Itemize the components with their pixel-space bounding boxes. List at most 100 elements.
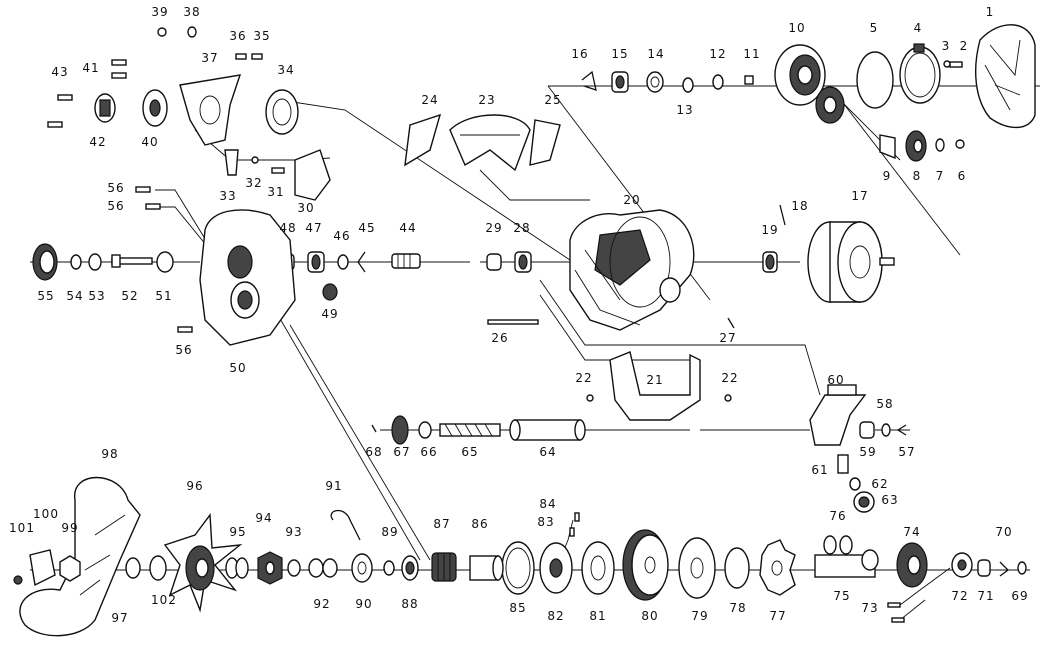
part-label-21: 21 xyxy=(646,373,663,387)
part-59-bearing xyxy=(859,421,875,439)
part-label-98: 98 xyxy=(101,447,118,461)
part-19-bearing xyxy=(762,251,778,273)
part-21-frame-plate xyxy=(609,351,701,421)
part-label-63: 63 xyxy=(881,493,898,507)
part-label-55: 55 xyxy=(37,289,54,303)
part-38-washer xyxy=(187,26,197,38)
part-40-gear xyxy=(142,89,168,127)
part-label-62: 62 xyxy=(871,477,888,491)
part-label-68: 68 xyxy=(365,445,382,459)
part-58-washer xyxy=(881,423,891,437)
part-label-77: 77 xyxy=(769,609,786,623)
part-12-o-ring xyxy=(712,74,724,90)
part-35-screw xyxy=(251,53,263,60)
part-22-screw-left xyxy=(586,394,594,402)
part-label-37: 37 xyxy=(201,51,218,65)
part-86-sleeve xyxy=(469,555,504,581)
part-label-51: 51 xyxy=(155,289,172,303)
part-7-washer xyxy=(935,138,945,152)
part-42-gear-holder xyxy=(94,93,116,123)
part-label-74: 74 xyxy=(903,525,920,539)
part-label-61: 61 xyxy=(811,463,828,477)
part-label-89: 89 xyxy=(381,525,398,539)
part-label-18: 18 xyxy=(791,199,808,213)
part-24-thumb-bar-left xyxy=(404,113,442,167)
part-label-38: 38 xyxy=(183,5,200,19)
part-14-collar xyxy=(646,71,664,93)
part-74-gear xyxy=(896,542,928,588)
part-label-96: 96 xyxy=(186,479,203,493)
part-66-bearing xyxy=(418,421,432,439)
part-17-spool xyxy=(807,221,895,303)
part-44-pinion xyxy=(391,253,421,269)
part-26-rod xyxy=(487,319,539,325)
part-47-bearing xyxy=(307,251,325,273)
part-53-washer xyxy=(88,253,102,271)
part-70-clip xyxy=(999,561,1009,577)
part-label-102: 102 xyxy=(151,593,177,607)
part-56-screw-a xyxy=(135,186,151,193)
part-55-cap xyxy=(32,243,58,281)
part-label-94: 94 xyxy=(255,511,272,525)
part-11-nut xyxy=(744,75,754,85)
part-28-bearing xyxy=(514,251,532,273)
part-83-84-pin xyxy=(569,512,580,537)
part-label-41: 41 xyxy=(82,61,99,75)
part-label-92: 92 xyxy=(313,597,330,611)
part-label-73: 73 xyxy=(861,601,878,615)
part-36-screw xyxy=(235,53,247,60)
part-63-cap xyxy=(853,491,875,513)
part-102-washer xyxy=(149,555,167,581)
part-87-roller-clutch xyxy=(431,552,457,582)
part-label-35: 35 xyxy=(253,29,270,43)
part-94-star-drag-nut xyxy=(257,551,283,585)
part-label-56a: 56 xyxy=(107,181,124,195)
part-18-pin xyxy=(779,204,786,226)
part-label-11: 11 xyxy=(743,47,760,61)
part-49-knob xyxy=(322,283,338,301)
part-15-bearing xyxy=(611,71,629,93)
part-label-50: 50 xyxy=(229,361,246,375)
part-label-3: 3 xyxy=(942,39,951,53)
part-label-83: 83 xyxy=(537,515,554,529)
part-85-washer xyxy=(501,541,535,595)
part-label-70: 70 xyxy=(995,525,1012,539)
part-76-rings xyxy=(823,535,853,555)
part-label-53: 53 xyxy=(88,289,105,303)
part-27-pin xyxy=(727,317,735,329)
part-label-36: 36 xyxy=(229,29,246,43)
part-95-springs xyxy=(225,557,249,579)
part-4-brake-ring xyxy=(899,43,941,104)
part-62-washer xyxy=(849,477,861,491)
part-label-76: 76 xyxy=(829,509,846,523)
part-label-86: 86 xyxy=(471,517,488,531)
part-label-65: 65 xyxy=(461,445,478,459)
part-label-81: 81 xyxy=(589,609,606,623)
part-2-3-screw xyxy=(943,60,963,68)
part-label-84: 84 xyxy=(539,497,556,511)
part-73-screw-a xyxy=(887,602,901,608)
part-81-washer xyxy=(581,541,615,595)
part-label-24: 24 xyxy=(421,93,438,107)
part-39-screw xyxy=(157,27,167,37)
part-label-79: 79 xyxy=(691,609,708,623)
part-90-collar xyxy=(351,553,373,583)
part-54-washer xyxy=(70,254,82,270)
part-label-49: 49 xyxy=(321,307,338,321)
part-label-14: 14 xyxy=(647,47,664,61)
part-label-20: 20 xyxy=(623,193,640,207)
part-label-93: 93 xyxy=(285,525,302,539)
part-label-69: 69 xyxy=(1011,589,1028,603)
part-label-52: 52 xyxy=(121,289,138,303)
part-13-o-ring xyxy=(682,77,694,93)
part-9-clip xyxy=(879,134,896,160)
part-29-bushing xyxy=(486,253,502,271)
part-69-e-clip xyxy=(1017,561,1027,575)
part-68-pin xyxy=(371,424,377,433)
part-label-71: 71 xyxy=(977,589,994,603)
part-label-27: 27 xyxy=(719,331,736,345)
part-label-72: 72 xyxy=(951,589,968,603)
part-16-clip xyxy=(581,70,597,91)
